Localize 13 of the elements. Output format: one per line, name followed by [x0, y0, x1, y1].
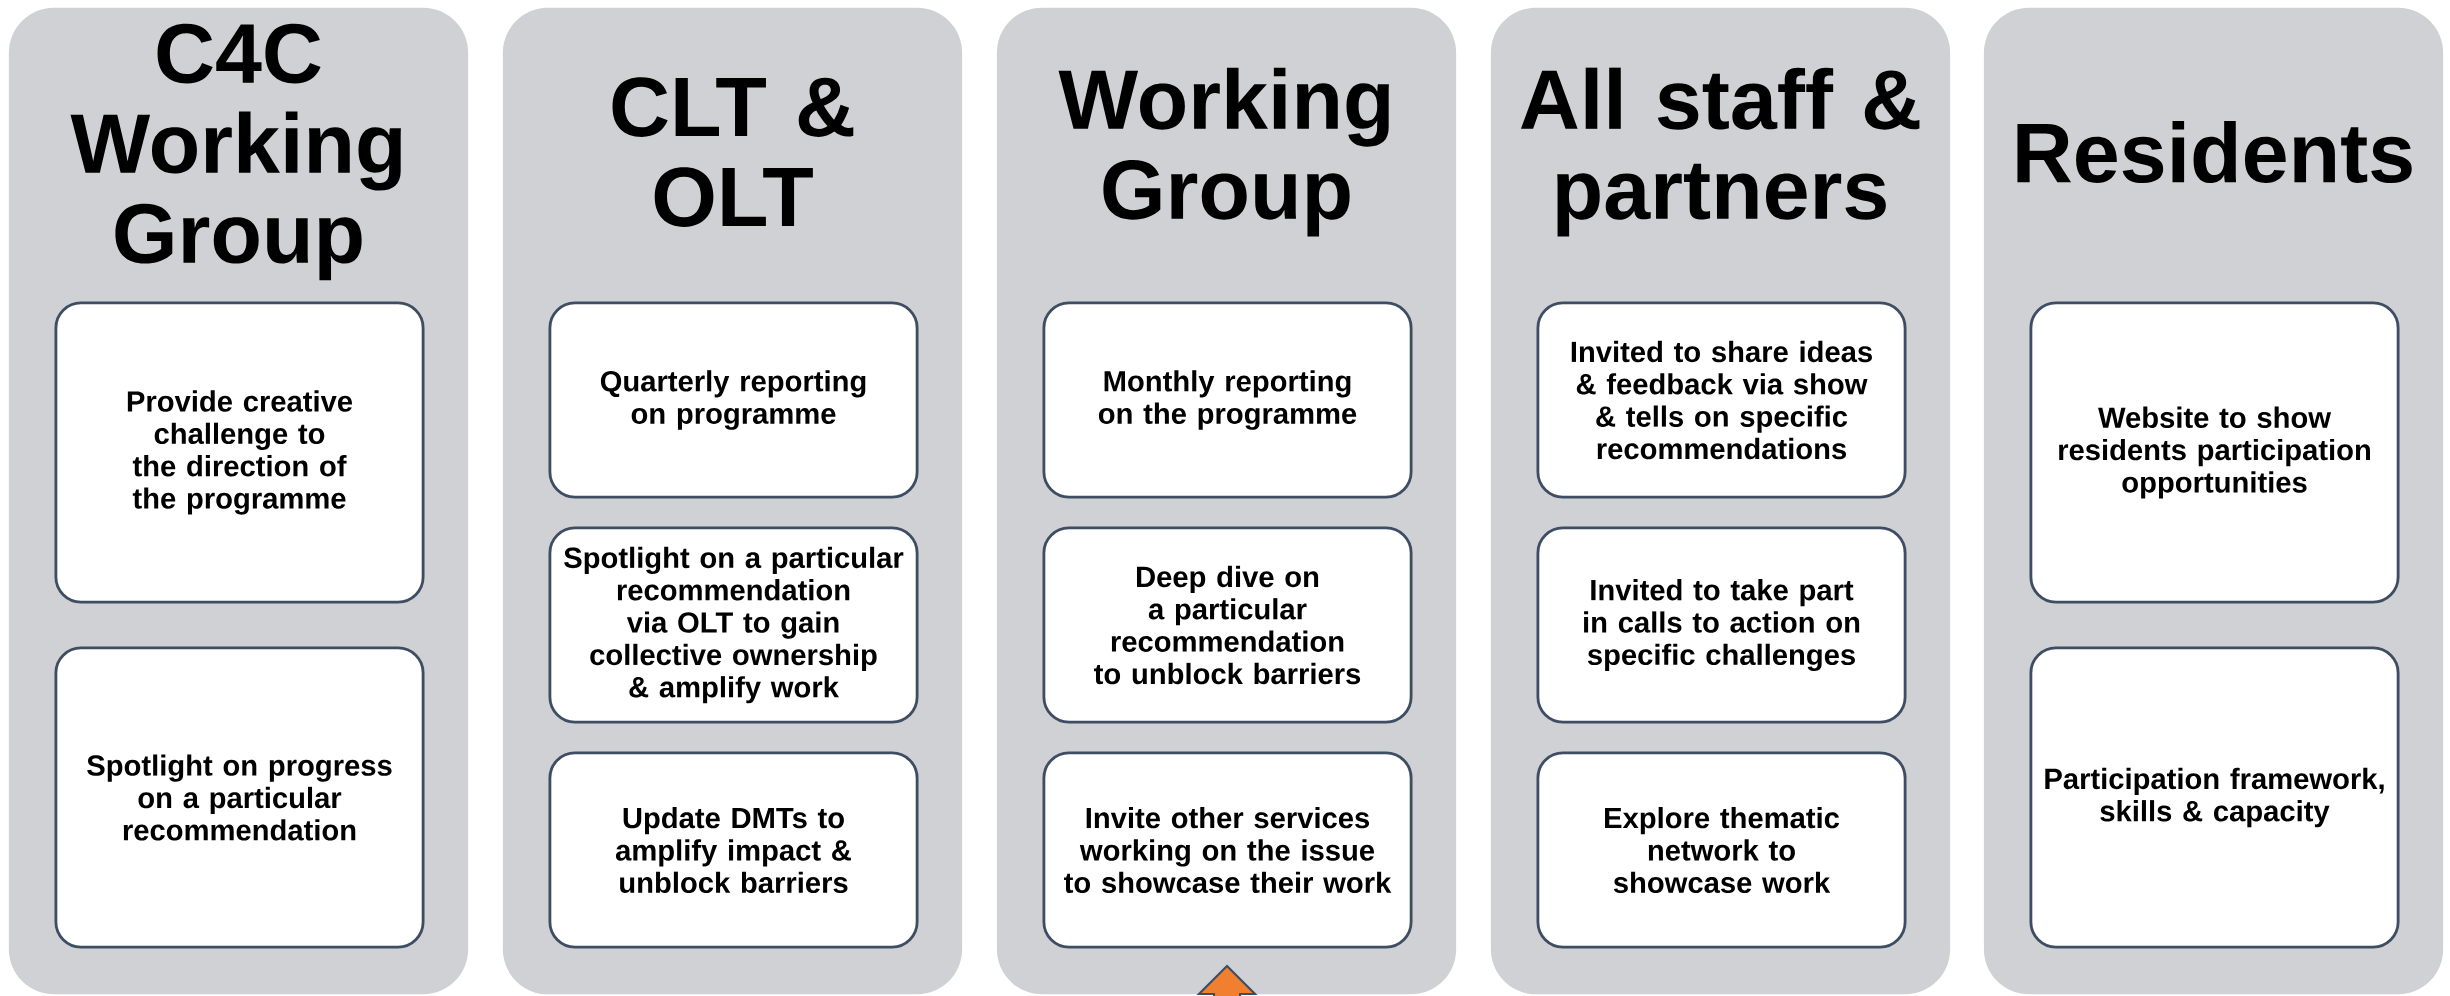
activity-box: Quarterly reporting on programme	[548, 301, 919, 499]
activity-box: Participation framework, skills & capacity	[2029, 646, 2400, 949]
activity-box: Monthly reporting on the programme	[1042, 301, 1413, 499]
activity-box: Spotlight on a particular recommendation via OLT to gain collective ownership & amplify work	[548, 526, 919, 724]
activity-box: Explore thematic network to showcase work	[1536, 751, 1907, 949]
activity-box: Provide creative challenge to the direction of the programme	[54, 301, 425, 604]
activity-box: Spotlight on progress on a particular recommendation	[54, 646, 425, 949]
activity-box: Invite other services working on the issue to showcase their work	[1042, 751, 1413, 949]
activity-box: Invited to share ideas & feedback via show & tells on specific recommendations	[1536, 301, 1907, 499]
activity-box: Deep dive on a particular recommendation to unblock barriers	[1042, 526, 1413, 724]
activity-box: Website to show residents participation opportunities	[2029, 301, 2400, 604]
activity-box: Invited to take part in calls to action on specific challenges	[1536, 526, 1907, 724]
activity-box: Update DMTs to amplify impact & unblock barriers	[548, 751, 919, 949]
